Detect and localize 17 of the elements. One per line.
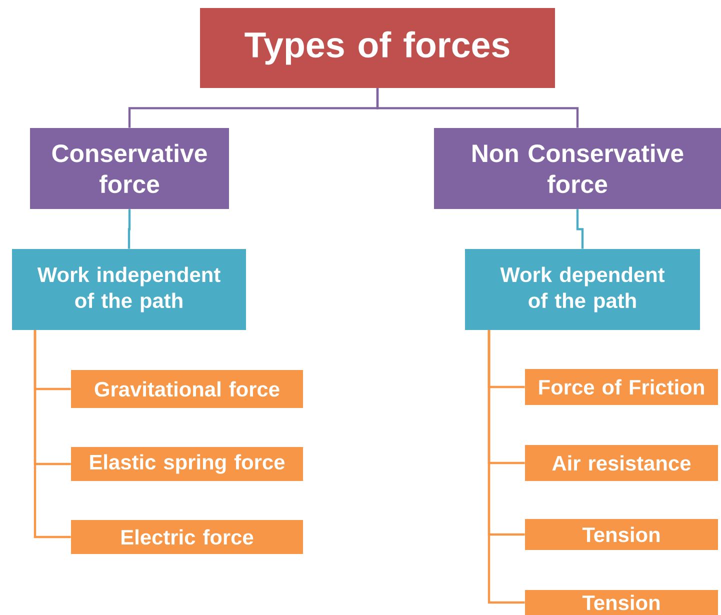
property-box: Work independent of the path bbox=[12, 248, 246, 330]
example-box: Air resistance bbox=[525, 444, 718, 481]
connector-line bbox=[34, 330, 71, 538]
example-box: Electric force bbox=[71, 520, 303, 554]
connector-line bbox=[576, 209, 584, 249]
example-box: Tension bbox=[525, 518, 718, 550]
category-box: Non Conservative force bbox=[434, 128, 721, 209]
title-box: Types of forces bbox=[200, 8, 555, 88]
connector-line bbox=[488, 330, 525, 604]
example-box: Elastic spring force bbox=[71, 446, 303, 481]
example-box: Gravitational force bbox=[71, 370, 303, 408]
connector-line bbox=[376, 88, 579, 128]
connector-line bbox=[128, 209, 131, 249]
example-box: Tension bbox=[525, 590, 718, 615]
category-box: Conservative force bbox=[30, 128, 229, 209]
property-box: Work dependent of the path bbox=[465, 248, 700, 330]
example-box: Force of Friction bbox=[525, 368, 718, 405]
